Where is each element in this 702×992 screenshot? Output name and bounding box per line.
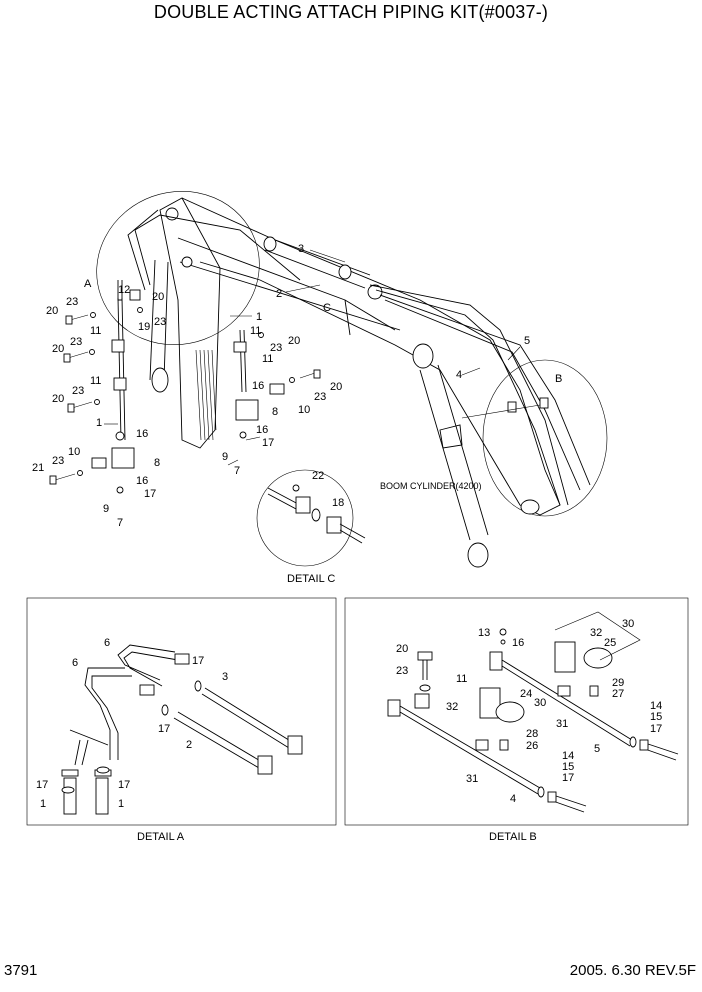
part-labels: A 12 3 2 C 5 4 B BOOM CYLINDER(4200) 20 … bbox=[32, 243, 662, 843]
part-17-label: 17 bbox=[650, 723, 662, 735]
part-22-label: 22 bbox=[312, 470, 324, 482]
callout-a-label: A bbox=[84, 278, 92, 290]
part-1-label: 1 bbox=[96, 417, 102, 429]
part-28-label: 28 bbox=[526, 728, 538, 740]
date-revision: 2005. 6.30 REV.5F bbox=[569, 962, 696, 979]
part-17-label: 17 bbox=[262, 437, 274, 449]
part-14-label: 14 bbox=[562, 750, 574, 762]
part-12-label: 12 bbox=[118, 284, 130, 296]
part-21-label: 21 bbox=[32, 462, 44, 474]
part-16-label: 16 bbox=[256, 424, 268, 436]
part-20-label: 20 bbox=[52, 393, 64, 405]
part-19-label: 19 bbox=[138, 321, 150, 333]
detail-c bbox=[256, 469, 366, 567]
part-2-label: 2 bbox=[276, 288, 282, 300]
part-29-label: 29 bbox=[612, 677, 624, 689]
part-20-label: 20 bbox=[52, 343, 64, 355]
part-20-label: 20 bbox=[152, 291, 164, 303]
part-17-label: 17 bbox=[192, 655, 204, 667]
part-3-label: 3 bbox=[298, 243, 304, 255]
part-23-label: 23 bbox=[314, 391, 326, 403]
boom-assembly bbox=[49, 190, 608, 568]
part-4-label: 4 bbox=[510, 793, 516, 805]
part-5-label: 5 bbox=[594, 743, 600, 755]
part-7-label: 7 bbox=[117, 517, 123, 529]
part-11-label: 11 bbox=[90, 325, 101, 337]
page-title: DOUBLE ACTING ATTACH PIPING KIT(#0037-) bbox=[153, 2, 549, 22]
part-5-label: 5 bbox=[524, 335, 530, 347]
part-13-label: 13 bbox=[478, 627, 490, 639]
part-20-label: 20 bbox=[330, 381, 342, 393]
part-20-label: 20 bbox=[288, 335, 300, 347]
part-24-label: 24 bbox=[520, 688, 532, 700]
part-23-label: 23 bbox=[270, 342, 282, 354]
part-16-label: 16 bbox=[136, 475, 148, 487]
detail-b bbox=[387, 611, 679, 813]
part-6-label: 6 bbox=[72, 657, 78, 669]
part-30-label: 30 bbox=[534, 697, 546, 709]
part-23-label: 23 bbox=[396, 665, 408, 677]
part-11-label: 11 bbox=[250, 325, 261, 337]
part-10-label: 10 bbox=[68, 446, 80, 458]
part-18-label: 18 bbox=[332, 497, 344, 509]
leader-lines bbox=[104, 249, 521, 466]
page-number: 3791 bbox=[4, 962, 38, 979]
part-20-label: 20 bbox=[396, 643, 408, 655]
part-17-label: 17 bbox=[118, 779, 130, 791]
part-26-label: 26 bbox=[526, 740, 538, 752]
part-9-label: 9 bbox=[103, 503, 109, 515]
part-3-label: 3 bbox=[222, 671, 228, 683]
part-11-label: 11 bbox=[456, 673, 467, 685]
part-4-label: 4 bbox=[456, 369, 462, 381]
detail-a-frame bbox=[26, 597, 337, 826]
detail-a bbox=[61, 644, 303, 815]
part-7-label: 7 bbox=[234, 465, 240, 477]
part-15-label: 15 bbox=[562, 761, 574, 773]
part-16-label: 16 bbox=[252, 380, 264, 392]
part-23-label: 23 bbox=[66, 296, 78, 308]
part-17-label: 17 bbox=[562, 772, 574, 784]
detail-a-caption: DETAIL A bbox=[137, 831, 185, 843]
part-8-label: 8 bbox=[272, 406, 278, 418]
part-30-label: 30 bbox=[622, 618, 634, 630]
part-31-label: 31 bbox=[556, 718, 568, 730]
part-23-label: 23 bbox=[70, 336, 82, 348]
part-23-label: 23 bbox=[72, 385, 84, 397]
part-16-label: 16 bbox=[512, 637, 524, 649]
part-14-label: 14 bbox=[650, 700, 662, 712]
boom-cylinder-label: BOOM CYLINDER(4200) bbox=[380, 481, 482, 491]
part-1-label: 1 bbox=[40, 798, 46, 810]
part-17-label: 17 bbox=[144, 488, 156, 500]
part-23-label: 23 bbox=[52, 455, 64, 467]
part-11-label: 11 bbox=[90, 375, 101, 387]
detail-c-caption: DETAIL C bbox=[287, 573, 335, 585]
part-1-label: 1 bbox=[256, 311, 262, 323]
detail-b-frame bbox=[344, 597, 689, 826]
part-10-label: 10 bbox=[298, 404, 310, 416]
part-32-label: 32 bbox=[446, 701, 458, 713]
part-20-label: 20 bbox=[46, 305, 58, 317]
part-15-label: 15 bbox=[650, 711, 662, 723]
callout-c-label: C bbox=[323, 302, 331, 314]
part-27-label: 27 bbox=[612, 688, 624, 700]
detail-b-caption: DETAIL B bbox=[489, 831, 537, 843]
part-9-label: 9 bbox=[222, 451, 228, 463]
part-32-label: 32 bbox=[590, 627, 602, 639]
part-17-label: 17 bbox=[158, 723, 170, 735]
part-1-label: 1 bbox=[118, 798, 124, 810]
part-8-label: 8 bbox=[154, 457, 160, 469]
part-16-label: 16 bbox=[136, 428, 148, 440]
part-25-label: 25 bbox=[604, 637, 616, 649]
part-11-label: 11 bbox=[262, 353, 273, 365]
part-31-label: 31 bbox=[466, 773, 478, 785]
part-2-label: 2 bbox=[186, 739, 192, 751]
part-23-label: 23 bbox=[154, 316, 166, 328]
part-6-label: 6 bbox=[104, 637, 110, 649]
callout-b-label: B bbox=[555, 373, 562, 385]
part-17-label: 17 bbox=[36, 779, 48, 791]
